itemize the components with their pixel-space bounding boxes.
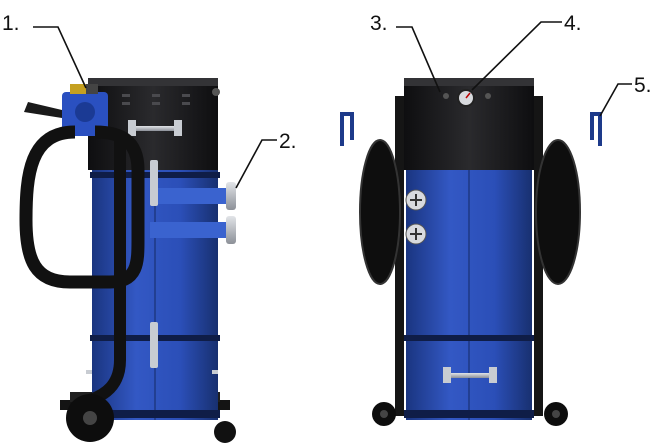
leader-2: [235, 139, 277, 189]
inlet-ports: [150, 160, 236, 244]
vent-slots: [122, 94, 190, 105]
frame-rail-left: [395, 96, 404, 416]
side-view: [19, 78, 236, 443]
front-view: [340, 78, 602, 426]
cord-reel-right: [535, 139, 581, 285]
power-outlet-icon: [405, 189, 427, 245]
head-screw: [443, 93, 449, 99]
callout-label-3: 3.: [370, 12, 388, 35]
hook-handle-right: [590, 112, 602, 146]
motor-head: [88, 78, 218, 170]
cord-reel-left: [359, 139, 401, 285]
valve-assembly: [24, 84, 108, 136]
leader-1: [33, 26, 87, 89]
frame-rail-right: [534, 96, 543, 416]
suction-hose: [19, 125, 145, 289]
callout-label-1: 1.: [2, 12, 20, 35]
pressure-gauge-icon: [457, 89, 475, 107]
front-wheel-right: [544, 402, 568, 426]
front-wheel-left: [372, 402, 396, 426]
callout-label-5: 5.: [634, 74, 652, 97]
leader-5: [599, 83, 632, 117]
caster-wheel: [214, 421, 236, 443]
tank-latch-clamp: [443, 367, 497, 383]
hook-handle-left: [340, 112, 354, 146]
tank-handle: [150, 322, 158, 368]
wheel-icon: [66, 394, 114, 442]
leader-3: [396, 26, 441, 93]
callout-label-2: 2.: [279, 130, 297, 153]
latch-clamp-icon: [128, 120, 182, 136]
callout-leaders: [33, 21, 632, 189]
callout-label-4: 4.: [564, 12, 582, 35]
leader-4: [471, 21, 562, 91]
